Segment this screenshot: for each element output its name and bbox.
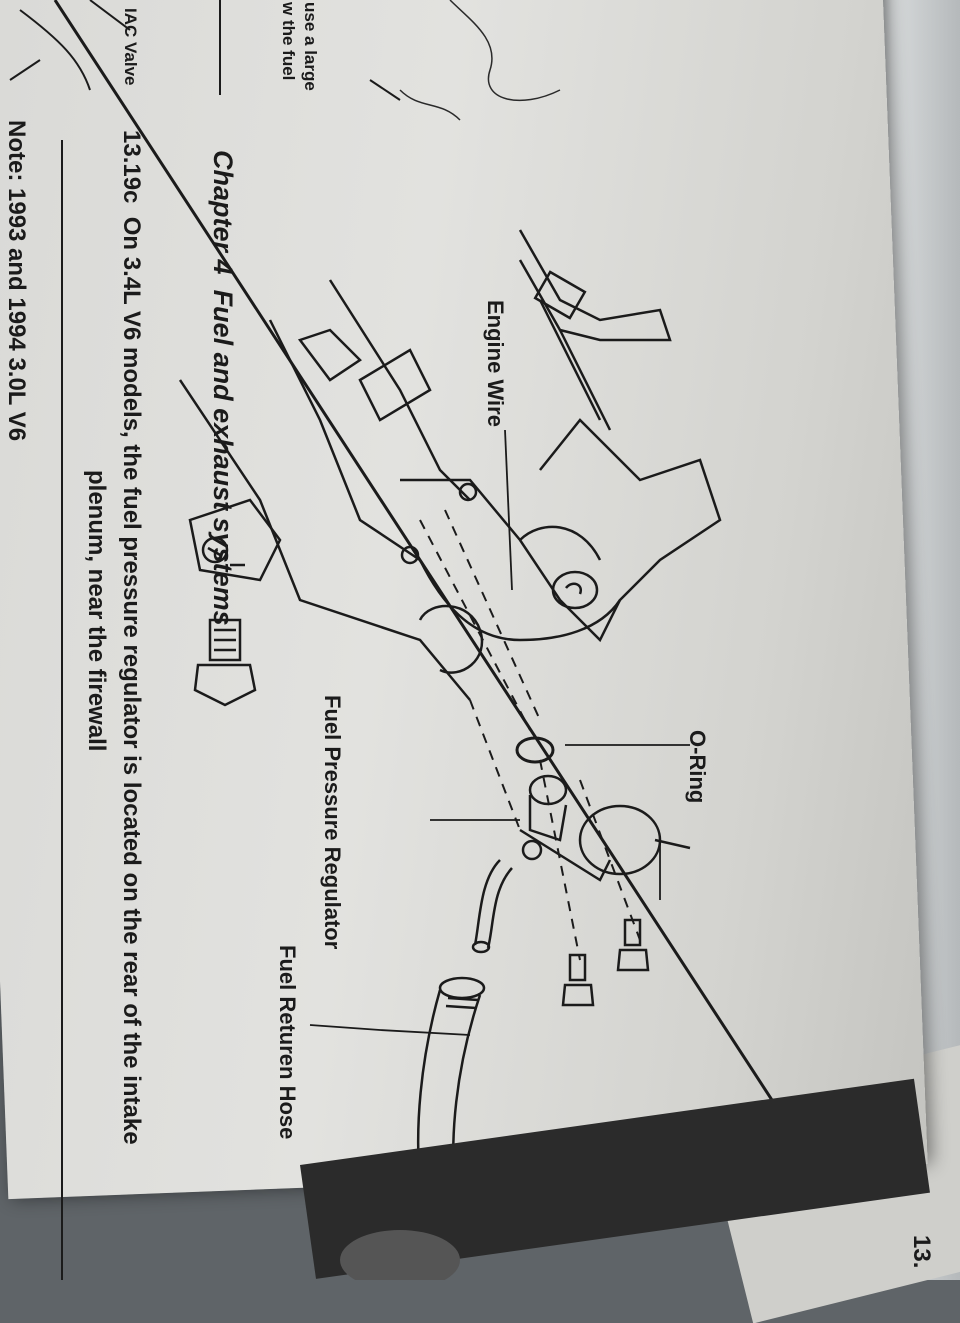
- mounting-bolt: [193, 618, 257, 707]
- o-ring-part: [515, 736, 555, 764]
- alignment-lines: [419, 509, 641, 961]
- regulator-label: Fuel Pressure Regulator: [320, 695, 345, 950]
- note-text: Note: 1993 and 1994 3.0L V6: [3, 120, 30, 442]
- return-hose-label: Fuel Returen Hose: [275, 945, 300, 1140]
- engine-wire-label: Engine Wire: [483, 300, 508, 427]
- facing-page-photo: [300, 1078, 930, 1279]
- page-artwork: [9, 0, 930, 1280]
- iac-sketch: [9, 0, 131, 91]
- margin-text-line2: w the fuel: [279, 2, 298, 81]
- chapter-header: Chapter 4 Fuel and exhaust systems: [207, 150, 238, 626]
- caption-continuation: plenum, near the firewall: [83, 470, 110, 752]
- photo-detail: [340, 1230, 460, 1280]
- sketch-stroke: [369, 79, 401, 101]
- figure-caption: 13.19c On 3.4L V6 models, the fuel press…: [117, 130, 145, 1145]
- caption-number: 13.19c: [118, 130, 145, 204]
- facing-figure-number: 13.: [908, 1235, 935, 1269]
- regulator-bolts: [561, 918, 650, 1007]
- chapter-number: Chapter 4: [208, 150, 238, 275]
- leader-lines: [309, 429, 690, 1036]
- handwritten-marks: [399, 0, 561, 121]
- engine-wire-connector: [518, 229, 672, 431]
- intake-plenum: [178, 279, 722, 701]
- margin-text-line1: use a large: [301, 2, 320, 91]
- iac-valve-label: IAC Valve: [121, 8, 140, 86]
- o-ring-label: O-Ring: [685, 730, 710, 804]
- chapter-title: Fuel and exhaust systems: [208, 289, 238, 626]
- caption-line1: On 3.4L V6 models, the fuel pressure reg…: [118, 216, 145, 1145]
